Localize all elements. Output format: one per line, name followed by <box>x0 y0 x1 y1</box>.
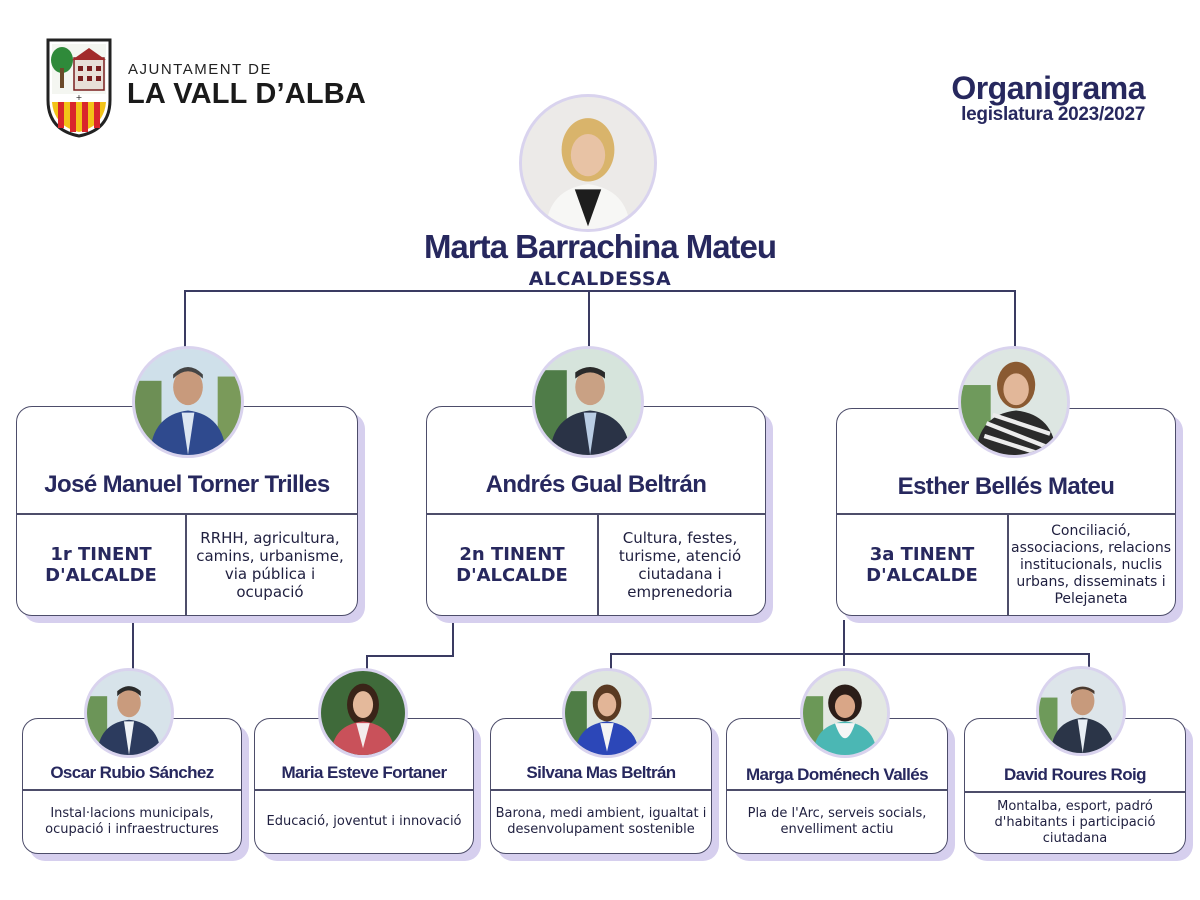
councillor-duties: Instal·lacions municipals, ocupació i in… <box>45 806 219 837</box>
card-divider <box>491 789 711 791</box>
connector-top-horizontal <box>184 290 1016 292</box>
councillor-photo-esteve <box>318 668 408 758</box>
deputy-role: 2n TINENT D'ALCALDE <box>427 515 597 615</box>
deputy-role: 1r TINENT D'ALCALDE <box>17 515 185 615</box>
deputy-role-line2: D'ALCALDE <box>456 565 568 586</box>
logo-town-name: LA VALL D’ALBA <box>127 78 367 110</box>
councillor-duties: Pla de l'Arc, serveis socials, envellime… <box>747 806 927 837</box>
councillor-duties: Barona, medi ambient, igualtat i desenvo… <box>495 806 707 837</box>
connector-right-drop <box>1014 290 1016 348</box>
mayor-name: Marta Barrachina Mateu <box>423 228 777 265</box>
mayor-role: ALCALDESSA <box>528 268 672 290</box>
deputy-name: José Manuel Torner Trilles <box>44 471 330 498</box>
deputy-photo-belles <box>958 346 1070 458</box>
deputy-duties: Cultura, festes, turisme, atenció ciutad… <box>618 529 742 601</box>
deputy-role-line1: 2n TINENT <box>459 544 565 565</box>
councillor-name: Oscar Rubio Sánchez <box>50 763 214 782</box>
councillor-name: Marga Doménech Vallés <box>745 765 929 784</box>
deputy-role-line2: D'ALCALDE <box>45 565 157 586</box>
card-divider <box>965 791 1185 793</box>
councillor-photo-domenech <box>800 668 890 758</box>
deputy-name: Andrés Gual Beltrán <box>485 471 707 498</box>
card-column-divider <box>1007 513 1009 615</box>
card-column-divider <box>597 513 599 615</box>
councillor-duties: Educació, joventut i innovació <box>266 814 462 829</box>
deputy-role: 3a TINENT D'ALCALDE <box>837 515 1007 615</box>
document-title: Organigrama <box>951 70 1145 106</box>
municipal-shield-logo: + <box>46 38 112 138</box>
deputy-role-line1: 1r TINENT <box>50 544 152 565</box>
connector-belles-down <box>843 620 845 666</box>
councillor-name: Maria Esteve Fortaner <box>281 763 447 782</box>
connector-belles-to-mas <box>610 653 612 669</box>
deputy-photo-gual <box>532 346 644 458</box>
deputy-role-line1: 3a TINENT <box>869 544 975 565</box>
deputy-role-line2: D'ALCALDE <box>866 565 978 586</box>
deputy-duties: Conciliació, associacions, relacions ins… <box>1011 522 1171 607</box>
councillor-photo-rubio <box>84 668 174 758</box>
connector-belles-horizontal <box>610 653 1090 655</box>
svg-text:+: + <box>76 93 83 102</box>
connector-left-drop <box>184 290 186 352</box>
card-divider <box>427 513 765 515</box>
card-divider <box>837 513 1175 515</box>
councillor-duties: Montalba, esport, padró d'habitants i pa… <box>994 799 1156 846</box>
logo-small-text: AJUNTAMENT DE <box>128 61 272 78</box>
card-divider <box>727 789 947 791</box>
card-column-divider <box>185 513 187 615</box>
connector-center-drop <box>588 290 590 352</box>
connector-gual-down <box>452 623 454 657</box>
mayor-photo <box>519 94 657 232</box>
connector-belles-to-roures <box>1088 653 1090 669</box>
connector-gual-horizontal <box>366 655 454 657</box>
connector-torner-to-rubio <box>132 623 134 670</box>
card-divider <box>17 513 357 515</box>
councillor-name: Silvana Mas Beltrán <box>526 763 676 782</box>
deputy-duties: RRHH, agricultura, camins, urbanisme, vi… <box>196 529 344 601</box>
councillor-photo-roures <box>1036 666 1126 756</box>
councillor-card-mas: Silvana Mas Beltrán Barona, medi ambient… <box>490 718 712 854</box>
councillor-photo-mas <box>562 668 652 758</box>
document-subtitle: legislatura 2023/2027 <box>961 104 1145 125</box>
card-divider <box>255 789 473 791</box>
councillor-name: David Roures Roig <box>1004 765 1146 784</box>
deputy-photo-torner <box>132 346 244 458</box>
card-divider <box>23 789 241 791</box>
connector-gual-to-esteve <box>366 655 368 669</box>
councillor-card-domenech: Marga Doménech Vallés Pla de l'Arc, serv… <box>726 718 948 854</box>
deputy-name: Esther Bellés Mateu <box>897 473 1115 500</box>
